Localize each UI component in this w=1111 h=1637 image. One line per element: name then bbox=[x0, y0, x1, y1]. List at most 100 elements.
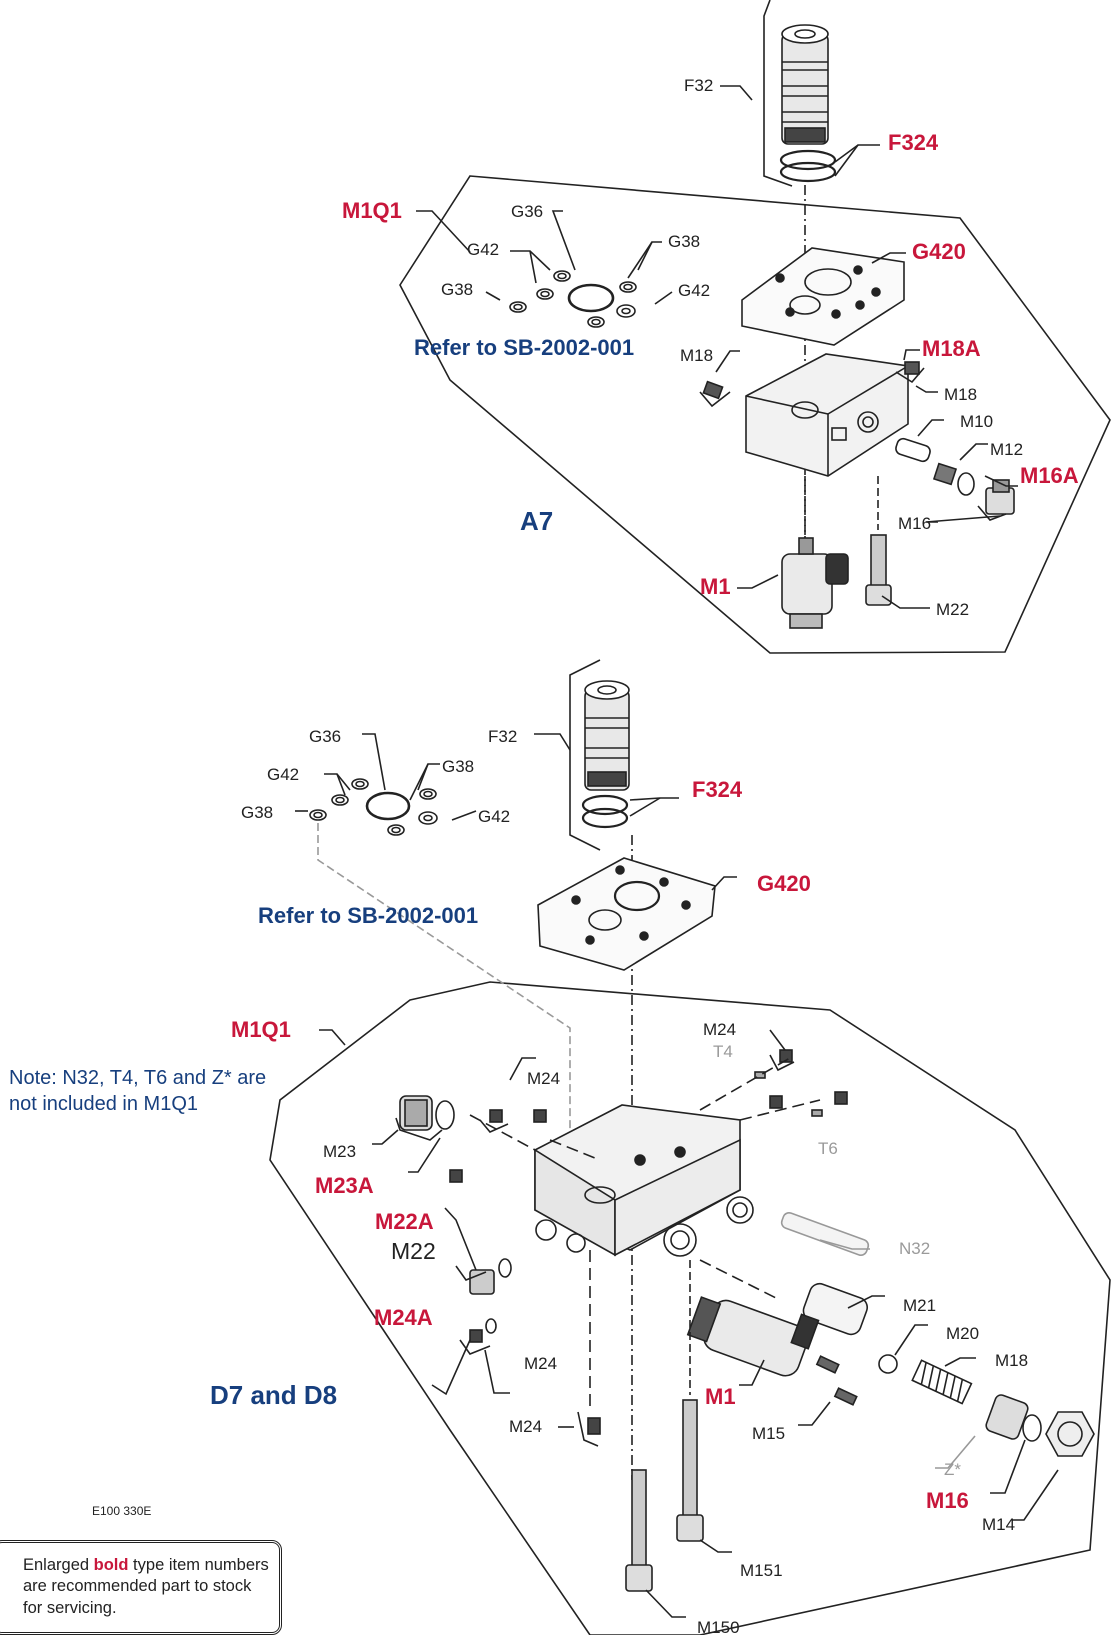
plug-t4 bbox=[754, 1071, 766, 1079]
legend-box: Enlarged bold type item numbers are reco… bbox=[0, 1540, 282, 1635]
label-m23a: M23A bbox=[315, 1173, 374, 1198]
label-n32: N32 bbox=[899, 1239, 931, 1258]
label-m16-top: M16 bbox=[898, 514, 932, 533]
oring-f324-bottom-2 bbox=[581, 807, 629, 829]
plug-m18-left bbox=[702, 380, 724, 400]
screw-m151 bbox=[676, 1399, 704, 1542]
legend-text: Enlarged bold type item numbers are reco… bbox=[0, 1555, 279, 1619]
label-g42-top-b: G42 bbox=[678, 281, 711, 300]
oring-f324-top-2 bbox=[779, 161, 837, 183]
plug-m23 bbox=[399, 1095, 433, 1131]
label-m21: M21 bbox=[903, 1296, 937, 1315]
seal-cluster-bottom bbox=[309, 778, 438, 836]
oring-m16a bbox=[957, 472, 975, 496]
washer-m20 bbox=[878, 1354, 898, 1374]
label-m14: M14 bbox=[982, 1515, 1016, 1534]
label-g38-bottom-b: G38 bbox=[241, 803, 274, 822]
label-g36-bottom: G36 bbox=[309, 727, 342, 746]
label-f32-top: F32 bbox=[684, 76, 714, 95]
plug-m24-1 bbox=[489, 1109, 503, 1123]
section-label-a7: A7 bbox=[520, 506, 554, 536]
label-m16a-top: M16A bbox=[1020, 463, 1079, 488]
note-not-included: Note: N32, T4, T6 and Z* are not include… bbox=[9, 1067, 267, 1115]
gasket-g420-top bbox=[741, 247, 905, 346]
poppet-m10 bbox=[895, 437, 931, 463]
legend-pre: Enlarged bbox=[23, 1556, 94, 1574]
label-m15: M15 bbox=[752, 1424, 786, 1443]
label-g38-top-a: G38 bbox=[668, 232, 701, 251]
label-g42-top-a: G42 bbox=[467, 240, 500, 259]
spool-f32-top bbox=[781, 24, 829, 145]
oring-m23a bbox=[435, 1100, 455, 1130]
sleeve-m21 bbox=[802, 1282, 869, 1336]
plug-m24-2 bbox=[533, 1109, 547, 1123]
valve-body-a7 bbox=[745, 353, 909, 477]
label-m24-bottom-c: M24 bbox=[524, 1354, 558, 1373]
label-m24a: M24A bbox=[374, 1305, 433, 1330]
legend-bold: bold bbox=[93, 1556, 129, 1574]
label-f324-bottom: F324 bbox=[692, 777, 743, 802]
gasket-g420-bottom bbox=[537, 857, 716, 971]
label-m151: M151 bbox=[740, 1561, 783, 1580]
spring-m12 bbox=[932, 462, 958, 486]
screw-m15-2 bbox=[833, 1387, 858, 1406]
oring-f324-bottom-1 bbox=[581, 794, 629, 816]
label-m20: M20 bbox=[946, 1324, 980, 1343]
label-m23: M23 bbox=[323, 1142, 357, 1161]
legend-post: type item numbers are recommended part t… bbox=[23, 1556, 269, 1617]
solenoid-m1-bottom bbox=[686, 1296, 820, 1377]
plug-m24-top-right bbox=[779, 1049, 793, 1063]
label-t6: T6 bbox=[818, 1139, 838, 1158]
label-zstar: Z* bbox=[944, 1460, 961, 1479]
label-m18-bottom: M18 bbox=[995, 1351, 1029, 1370]
label-m18-top-a: M18 bbox=[680, 346, 714, 365]
refer-sb-bottom: Refer to SB-2002-001 bbox=[258, 903, 479, 928]
label-m22-top: M22 bbox=[936, 600, 970, 619]
spring-m18-bottom bbox=[911, 1359, 973, 1405]
screw-m15-1 bbox=[815, 1355, 840, 1374]
drawing-code: E100 330E bbox=[92, 1504, 152, 1518]
label-m1q1-bottom: M1Q1 bbox=[231, 1017, 291, 1042]
refer-sb-top: Refer to SB-2002-001 bbox=[414, 335, 635, 360]
screw-m22-top bbox=[865, 534, 892, 606]
plug-m24-tr2 bbox=[769, 1095, 783, 1109]
label-m22-bottom: M22 bbox=[391, 1238, 436, 1264]
plug-t6 bbox=[811, 1109, 823, 1117]
screw-m150 bbox=[625, 1469, 653, 1592]
label-g42-bottom-b: G42 bbox=[478, 807, 511, 826]
oring-m22a bbox=[498, 1258, 512, 1278]
label-m18-top-b: M18 bbox=[944, 385, 978, 404]
valve-body-d7d8 bbox=[534, 1104, 754, 1257]
label-g38-bottom-a: G38 bbox=[442, 757, 475, 776]
label-m12-top: M12 bbox=[990, 440, 1024, 459]
label-m1-bottom: M1 bbox=[705, 1384, 736, 1409]
label-f32-bottom: F32 bbox=[488, 727, 518, 746]
plug-m24-tr3 bbox=[834, 1091, 848, 1105]
label-m24-bottom-d: M24 bbox=[509, 1417, 543, 1436]
label-m10-top: M10 bbox=[960, 412, 994, 431]
label-t4: T4 bbox=[713, 1042, 733, 1061]
label-m16-bottom: M16 bbox=[926, 1488, 969, 1513]
label-m18a-top: M18A bbox=[922, 336, 981, 361]
label-g36-top: G36 bbox=[511, 202, 544, 221]
plug-m18a bbox=[904, 361, 920, 375]
solenoid-m1-top bbox=[781, 537, 849, 629]
plug-m16-top bbox=[985, 479, 1015, 515]
kit-boundary-a7 bbox=[399, 175, 1111, 654]
spool-f32-bottom bbox=[584, 680, 630, 791]
plug-m24-3 bbox=[449, 1169, 463, 1183]
label-m150: M150 bbox=[697, 1618, 740, 1637]
label-m24-bottom-a: M24 bbox=[703, 1020, 737, 1039]
oring-f324-top-1 bbox=[779, 149, 837, 171]
seal-cluster-top bbox=[509, 270, 637, 328]
plug-m24a bbox=[469, 1329, 483, 1343]
section-label-d7-d8: D7 and D8 bbox=[210, 1380, 338, 1410]
plug-zstar bbox=[985, 1394, 1029, 1440]
label-f324-top: F324 bbox=[888, 130, 939, 155]
label-g420-bottom: G420 bbox=[757, 871, 811, 896]
label-g420-top: G420 bbox=[912, 239, 966, 264]
label-m1q1-top: M1Q1 bbox=[342, 198, 402, 223]
plug-m24-lower bbox=[587, 1417, 601, 1435]
spool-n32 bbox=[780, 1211, 870, 1257]
